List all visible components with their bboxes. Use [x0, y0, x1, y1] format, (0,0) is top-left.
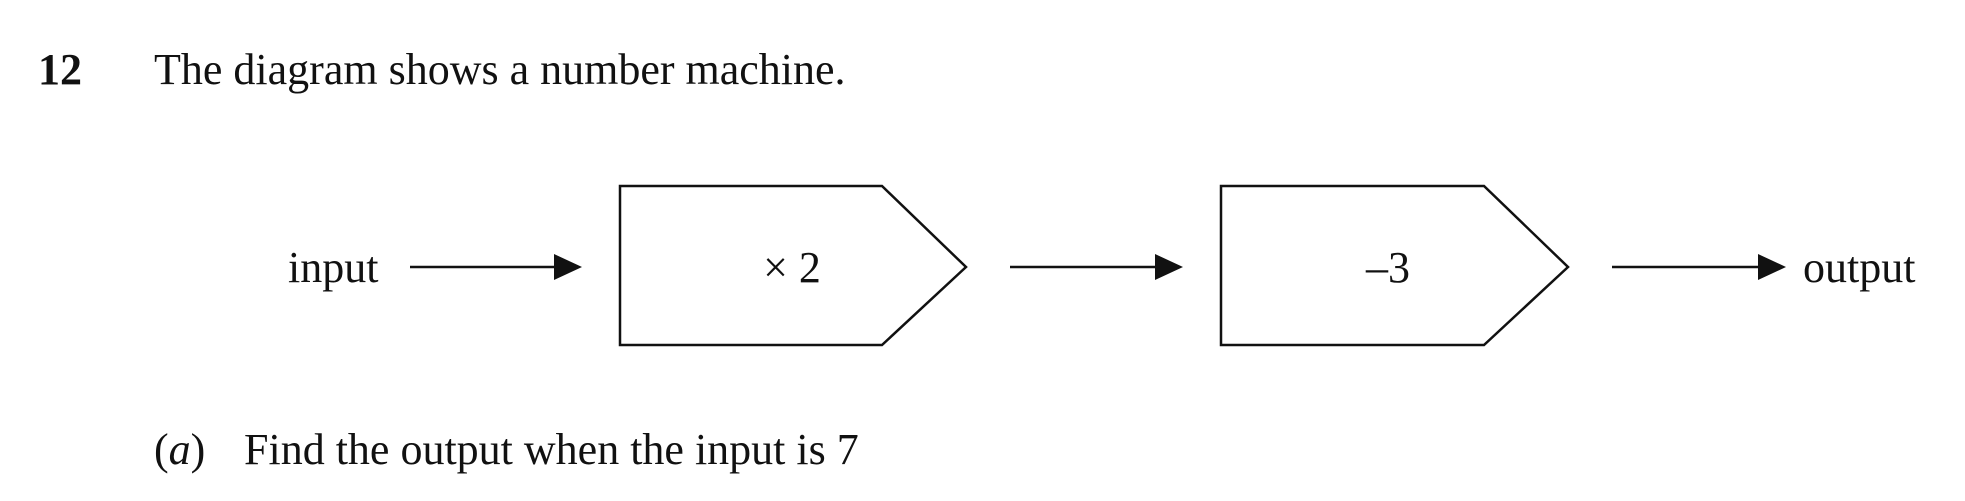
part-label: (a) — [154, 425, 206, 474]
output-arrow — [1612, 254, 1786, 280]
machine-step-subtract: –3 — [1219, 184, 1570, 347]
output-label: output — [1803, 243, 1915, 292]
machine-step-label: –3 — [1365, 243, 1410, 292]
input-label: input — [288, 243, 378, 292]
question-number: 12 — [38, 45, 82, 94]
machine-step-label: × 2 — [763, 243, 821, 292]
middle-arrow — [1010, 254, 1183, 280]
input-arrow — [410, 254, 582, 280]
machine-step-multiply: × 2 — [618, 184, 968, 347]
part-question-text: Find the output when the input is 7 — [244, 425, 859, 474]
part-letter: a — [168, 425, 191, 474]
question-stem: The diagram shows a number machine. — [154, 45, 846, 94]
